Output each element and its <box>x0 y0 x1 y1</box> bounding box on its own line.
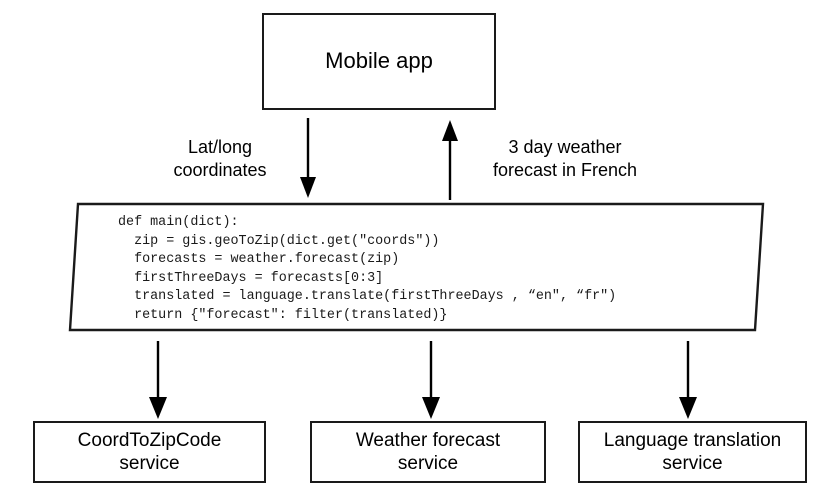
code-panel-source: def main(dict): zip = gis.geoToZip(dict.… <box>118 215 617 323</box>
edge-label-response: 3 day weather forecast in French <box>492 137 638 181</box>
node-service-coordtozipcode[interactable]: CoordToZipCode service <box>33 421 266 483</box>
node-service-coordtozipcode-label: CoordToZipCode service <box>77 429 222 474</box>
code-panel[interactable]: def main(dict): zip = gis.geoToZip(dict.… <box>60 200 772 334</box>
arrow-request-down-icon <box>300 118 316 198</box>
node-service-language-translation[interactable]: Language translation service <box>578 421 807 483</box>
arrow-to-language-translation-icon <box>679 341 697 419</box>
node-mobile-app-label: Mobile app <box>325 48 433 74</box>
code-panel-outline <box>68 202 765 332</box>
arrow-response-up-icon <box>442 120 458 200</box>
node-mobile-app[interactable]: Mobile app <box>262 13 496 110</box>
arrow-to-coordtozipcode-icon <box>149 341 167 419</box>
node-service-language-translation-label: Language translation service <box>603 429 782 474</box>
node-service-weather-forecast[interactable]: Weather forecast service <box>310 421 546 483</box>
arrow-to-weather-forecast-icon <box>422 341 440 419</box>
edge-label-request: Lat/long coordinates <box>173 137 267 181</box>
node-service-weather-forecast-label: Weather forecast service <box>355 429 501 474</box>
